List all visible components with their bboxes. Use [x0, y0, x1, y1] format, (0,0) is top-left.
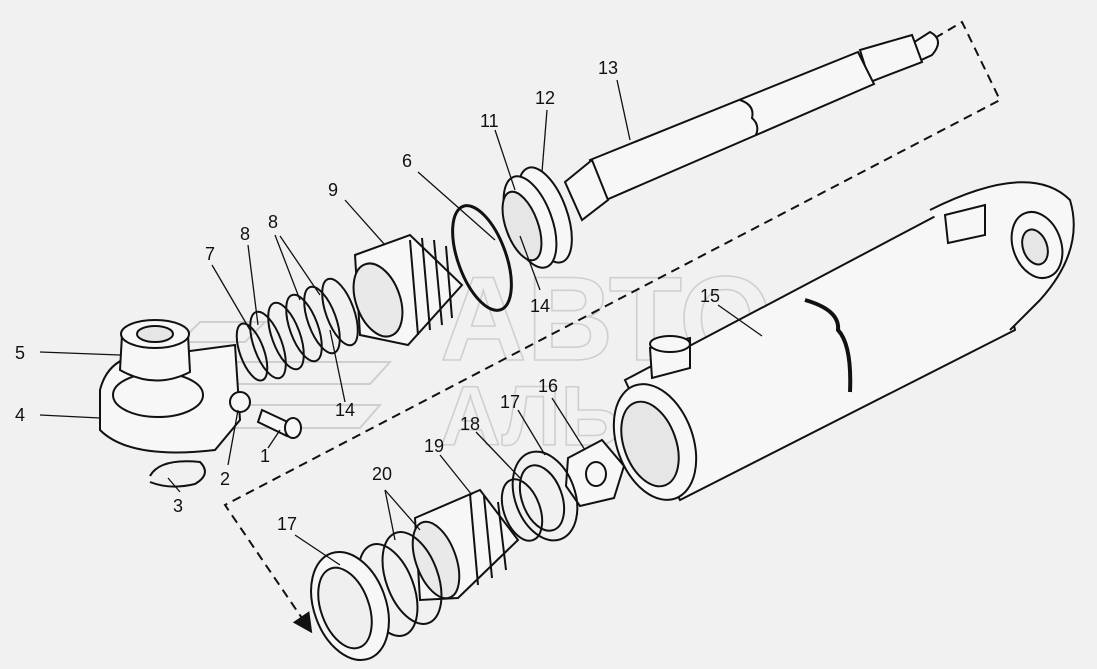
- callout-12: 12: [535, 88, 555, 108]
- callout-14b: 14: [335, 400, 355, 420]
- spring-stack: [235, 277, 359, 382]
- leader-lines: [39, 79, 763, 566]
- seal-ring-upper: [511, 450, 579, 542]
- piston-rod: [563, 30, 939, 222]
- callout-8a: 8: [240, 224, 250, 244]
- guide-ring-lower: [310, 550, 390, 662]
- callout-14a: 14: [530, 296, 550, 316]
- callout-18: 18: [460, 414, 480, 434]
- callout-9: 9: [328, 180, 338, 200]
- callout-15: 15: [700, 286, 720, 306]
- callout-17a: 17: [500, 392, 520, 412]
- piston-nut: [564, 438, 626, 508]
- seal-ring-small: [500, 478, 544, 542]
- callout-5: 5: [15, 343, 25, 363]
- callout-6: 6: [402, 151, 412, 171]
- callout-3: 3: [173, 496, 183, 516]
- callout-labels: 1 2 3 4 5 6 7 8 8 9 11 12 13 14 14 15 16…: [15, 58, 720, 534]
- bolt-and-nut: [229, 391, 302, 439]
- rod-end-eye: [99, 319, 242, 454]
- piston: [501, 166, 573, 269]
- gland: [352, 233, 464, 347]
- cylinder-piston: [411, 488, 520, 602]
- callout-16: 16: [538, 376, 558, 396]
- callout-17b: 17: [277, 514, 297, 534]
- callout-19: 19: [424, 436, 444, 456]
- callout-2: 2: [220, 469, 230, 489]
- callout-20: 20: [372, 464, 392, 484]
- o-ring: [451, 204, 513, 312]
- callout-7: 7: [205, 244, 215, 264]
- callout-13: 13: [598, 58, 618, 78]
- callout-1: 1: [260, 446, 270, 466]
- cylinder-barrel: [612, 181, 1075, 502]
- circlip: [149, 460, 206, 488]
- callout-8b: 8: [268, 212, 278, 232]
- assembly-path: [223, 20, 1002, 634]
- callout-4: 4: [15, 405, 25, 425]
- callout-11: 11: [480, 111, 499, 131]
